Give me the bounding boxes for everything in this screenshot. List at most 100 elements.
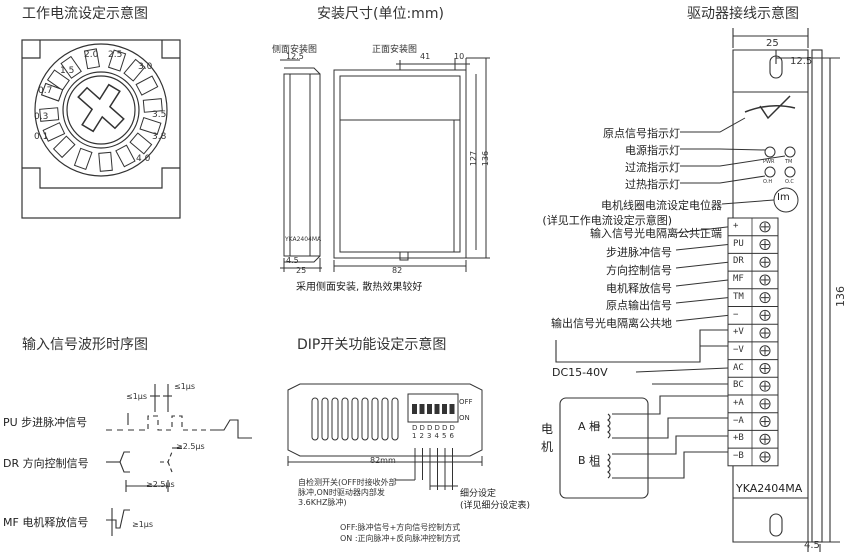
dial-tick xyxy=(129,132,153,155)
terminal-label: +B xyxy=(733,433,744,444)
dial-tick xyxy=(139,116,162,136)
phase-b-label: B 相 xyxy=(578,454,601,467)
w-dim-136: 136 xyxy=(834,286,847,307)
wiring-title: 驱动器接线示意图 xyxy=(687,6,799,22)
t-rise: ≤1μs xyxy=(126,392,148,401)
dim-127: 127 xyxy=(469,150,479,167)
dial-mark: 0.3 xyxy=(34,112,49,122)
lbl-out-common: 输出信号光电隔离公共地 xyxy=(551,317,672,330)
dip-switch-letter: D xyxy=(412,424,418,432)
terminal-label: − xyxy=(733,309,739,320)
t-fall: ≤1μs xyxy=(174,382,196,391)
dip-switch-letter: D xyxy=(419,424,425,432)
t-pulse: ≥2.5μs xyxy=(176,442,205,451)
lbl-power-led: 电源指示灯 xyxy=(625,144,680,157)
dial-mark: 0.7 xyxy=(38,86,53,96)
lbl-pot-note: (详见工作电流设定示意图) xyxy=(542,214,672,227)
led-label: PWR xyxy=(763,159,775,165)
dip-off-note: OFF:脉冲信号+方向信号控制方式 xyxy=(340,523,461,532)
dim-25: 25 xyxy=(296,266,307,275)
dr-label: DR 方向控制信号 xyxy=(3,457,89,470)
dial-ticks xyxy=(39,48,163,172)
mf-label: MF 电机释放信号 xyxy=(3,516,89,529)
dim-82: 82 xyxy=(392,266,403,275)
dip-vents xyxy=(311,397,399,441)
dial-tick xyxy=(123,58,146,82)
dip-switch-letter: D xyxy=(434,424,440,432)
timing-waveforms xyxy=(106,384,252,536)
phase-a-label: A 相 xyxy=(578,420,601,433)
dip-width: 82mm xyxy=(370,456,396,465)
dip-leads xyxy=(395,448,458,490)
brand-logo-icon xyxy=(744,95,796,120)
subdiv-note: 细分设定(详见细分设定表) xyxy=(460,489,531,511)
terminal-label: +V xyxy=(733,327,744,338)
terminal-label: BC xyxy=(733,380,744,391)
motor-box xyxy=(555,329,729,499)
dip-switch-lever xyxy=(449,404,455,414)
dial-tick xyxy=(107,49,127,72)
terminal-block xyxy=(727,217,779,467)
side-view-label: 侧面安装图 xyxy=(272,45,318,55)
current-setting-title: 工作电流设定示意图 xyxy=(22,6,148,22)
supply-label: DC15-40V xyxy=(552,366,608,379)
w-dim-12-5: 12.5 xyxy=(790,56,813,67)
side-model-label: YKA2404MA xyxy=(285,236,322,243)
dial-tick xyxy=(39,107,60,122)
led-label: O.C xyxy=(785,179,794,185)
dial-tick xyxy=(83,48,101,70)
led-label: TM xyxy=(785,159,793,165)
front-view-label: 正面安装图 xyxy=(372,45,418,55)
dip-switch-number: 6 xyxy=(449,432,454,440)
lbl-in-common: 输入信号光电隔离公共正端 xyxy=(590,227,722,240)
dim-10: 10 xyxy=(454,52,465,61)
driver-model: YKA2404MA xyxy=(736,482,803,495)
dip-switch-lever xyxy=(427,404,432,414)
pu-label: PU 步进脉冲信号 xyxy=(3,416,88,429)
dip-body xyxy=(287,383,483,466)
dial-mark: 2.0 xyxy=(84,50,99,60)
current-dial xyxy=(21,39,181,219)
dim-41: 41 xyxy=(420,52,431,61)
dip-switch-lever xyxy=(434,404,440,414)
lbl-origin-led: 原点信号指示灯 xyxy=(603,127,680,140)
dip-switch-letter: D xyxy=(449,424,455,432)
lbl-mf: 电机释放信号 xyxy=(606,282,672,295)
dial-tick xyxy=(73,147,93,171)
lbl-tm: 原点输出信号 xyxy=(606,299,672,312)
terminal-label: AC xyxy=(733,362,744,373)
terminal-label: MF xyxy=(733,274,744,285)
terminal-label: DR xyxy=(733,256,744,267)
dial-tick xyxy=(40,82,64,102)
lbl-dr: 方向控制信号 xyxy=(606,264,672,277)
dip-switch-number: 2 xyxy=(419,432,424,440)
dial-knob-icon xyxy=(77,83,125,133)
dim-12-5: 12.5 xyxy=(286,52,304,61)
pot-label: Im xyxy=(777,192,790,203)
dial-tick xyxy=(142,98,163,113)
dip-switch-number: 1 xyxy=(412,432,417,440)
dip-switch-lever xyxy=(419,404,425,414)
lbl-overcurrent-led: 过流指示灯 xyxy=(625,161,680,174)
motor-label: 电机 xyxy=(541,422,554,454)
lbl-pot: 电机线圈电流设定电位器 xyxy=(601,199,722,212)
timing-title: 输入信号波形时序图 xyxy=(22,337,148,353)
dial-mark: 2.5 xyxy=(108,50,123,60)
dip-title: DIP开关功能设定示意图 xyxy=(297,337,447,353)
t-mf: ≥1μs xyxy=(132,520,154,529)
dial-tick xyxy=(52,135,76,159)
t-dir: ≥2.5μs xyxy=(146,480,175,489)
dial-tick xyxy=(115,144,136,168)
dip-switch-number: 5 xyxy=(442,432,447,440)
terminal-label: TM xyxy=(733,291,744,302)
lbl-pu: 步进脉冲信号 xyxy=(606,246,672,259)
dim-4-5: 4.5 xyxy=(286,256,299,265)
dip-off-label: OFF xyxy=(459,398,473,406)
dial-tick xyxy=(42,122,66,142)
dial-tick xyxy=(135,75,159,96)
terminal-label: + xyxy=(733,221,739,231)
terminal-label: −A xyxy=(733,415,744,426)
w-dim-4-5: 4.5 xyxy=(804,540,820,551)
